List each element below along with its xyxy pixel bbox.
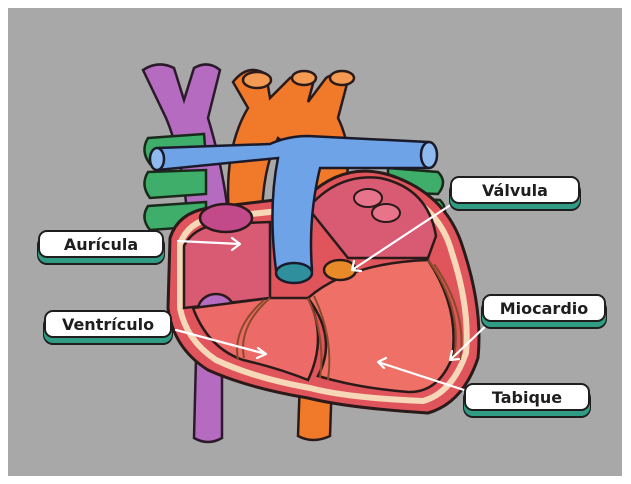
label-valvula: Válvula [450,176,580,204]
right-atrium [184,222,270,308]
heart-diagram: Aurícula Válvula Ventrículo Miocardio Ta… [8,8,622,476]
right-atrium-opening [200,204,252,232]
label-miocardio: Miocardio [482,294,606,322]
label-ventriculo: Ventrículo [44,310,172,338]
label-auricula: Aurícula [38,230,164,258]
label-tabique: Tabique [464,383,590,411]
